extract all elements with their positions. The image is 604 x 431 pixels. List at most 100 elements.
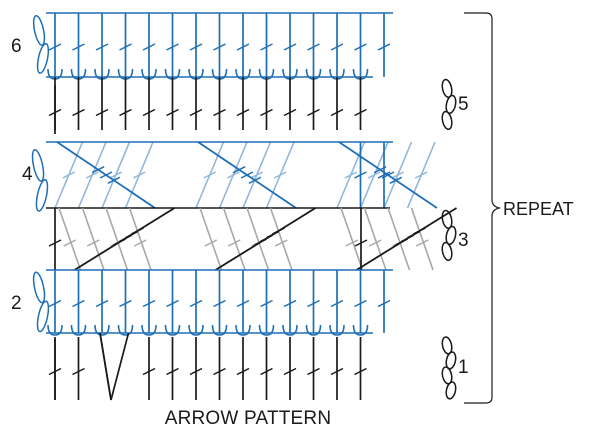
turning-chain-row-1 <box>441 336 457 400</box>
stitch-crossbar <box>260 108 273 117</box>
stitch-crossbar <box>189 108 203 117</box>
chain-loop <box>36 300 50 333</box>
stitch-crossbar <box>95 43 109 51</box>
row-6 <box>46 13 391 80</box>
stitch-crossbar <box>415 239 429 247</box>
stitch-crossbar <box>62 171 76 179</box>
chain-loop <box>31 148 45 182</box>
turning-chains <box>31 14 457 400</box>
stitch-crossbar <box>367 171 381 179</box>
stitch-crossbar <box>91 166 105 174</box>
stitch-crossbar <box>377 299 391 308</box>
row-label-1: 1 <box>458 357 469 378</box>
stitch-crossbar <box>119 299 132 308</box>
post-loop <box>329 324 345 336</box>
stitch-crossbar <box>232 166 246 174</box>
post-loop <box>70 324 87 336</box>
chain-loop <box>32 271 46 304</box>
stitch-rows <box>46 12 457 401</box>
stitch-crossbar <box>354 367 367 376</box>
stitch-crossbar <box>203 171 217 179</box>
stitch-crossbar <box>330 299 344 308</box>
post-loop <box>94 324 110 336</box>
stitch-crossbar <box>236 43 250 51</box>
stitch-crossbar <box>344 171 358 179</box>
turning-chain-row-5 <box>441 78 457 131</box>
light-stitch <box>246 207 270 271</box>
turning-chain-row-3 <box>441 209 457 262</box>
post-loop <box>47 324 63 336</box>
row-3 <box>46 207 457 271</box>
row-label-4: 4 <box>22 164 33 185</box>
stitch-crossbar <box>119 43 132 51</box>
chain-loop <box>441 110 453 131</box>
row-1 <box>48 332 367 401</box>
chain-loop <box>36 42 50 74</box>
stitch-crossbar <box>283 43 297 51</box>
chain-loop <box>441 241 453 262</box>
stitch-crossbar <box>377 43 391 51</box>
post-loop <box>258 324 275 336</box>
stitch-crossbar <box>133 239 147 247</box>
stitch-crossbar <box>107 176 121 184</box>
stitch-crossbar <box>85 171 99 179</box>
stitch-crossbar <box>109 171 123 179</box>
post-loop <box>352 324 369 336</box>
stitch-crossbar <box>166 367 179 376</box>
turning-chain-row-6 <box>32 14 50 74</box>
repeat-bracket <box>464 12 502 404</box>
stitch-crossbar <box>86 239 100 247</box>
stitch-crossbar <box>240 171 254 179</box>
stitch-crossbar <box>377 171 391 179</box>
stitch-crossbar <box>142 43 156 51</box>
post-loop <box>282 324 298 336</box>
row-5 <box>48 77 367 134</box>
repeat-label: REPEAT <box>503 199 574 219</box>
light-stitch <box>58 207 82 271</box>
stitch-crossbar <box>95 299 109 308</box>
stitch-crossbar <box>99 171 113 179</box>
row-label-2: 2 <box>11 293 22 314</box>
stitch-crossbar <box>413 227 426 235</box>
light-stitch <box>105 207 129 271</box>
stitch-crossbar <box>260 367 273 376</box>
light-stitch <box>387 207 411 271</box>
stitch-crossbar <box>132 171 146 179</box>
stitch-crossbar <box>142 299 156 308</box>
post-loop <box>235 324 251 336</box>
stitch-crossbar <box>166 43 179 51</box>
stitch-crossbar <box>166 108 179 117</box>
stitch-crossbar <box>248 176 262 184</box>
light-stitch <box>199 207 223 271</box>
stitch-crossbar <box>354 171 367 179</box>
chain-loop <box>445 381 457 400</box>
stitch-crossbar <box>274 239 288 247</box>
turning-chain-row-2 <box>32 271 50 333</box>
stitch-crossbar <box>142 367 156 376</box>
row-4 <box>54 141 438 209</box>
stitch-crossbar <box>283 108 297 117</box>
post-loop <box>305 324 322 336</box>
stitch-crossbar <box>354 43 367 51</box>
post-loop <box>188 324 204 336</box>
v-stitch <box>99 332 112 401</box>
stitch-crossbar <box>273 171 287 179</box>
stitch-crossbar <box>330 367 344 376</box>
row-label-5: 5 <box>458 94 469 115</box>
diagram-caption: ARROW PATTERN <box>165 408 332 429</box>
stitch-crossbar <box>345 239 359 247</box>
stitch-crossbar <box>48 43 62 51</box>
stitch-crossbar <box>189 299 203 308</box>
stitch-crossbar <box>95 108 109 117</box>
stitch-crossbar <box>142 108 156 117</box>
stitch-crossbar <box>330 108 344 117</box>
chain-loop <box>35 178 49 212</box>
light-stitch <box>81 207 105 271</box>
stitch-crossbar <box>131 227 144 235</box>
stitch-crossbar <box>368 239 382 247</box>
stitch-crossbar <box>204 239 218 247</box>
light-stitch <box>222 207 246 271</box>
stitch-crossbar <box>283 367 297 376</box>
post-loop <box>211 324 228 336</box>
